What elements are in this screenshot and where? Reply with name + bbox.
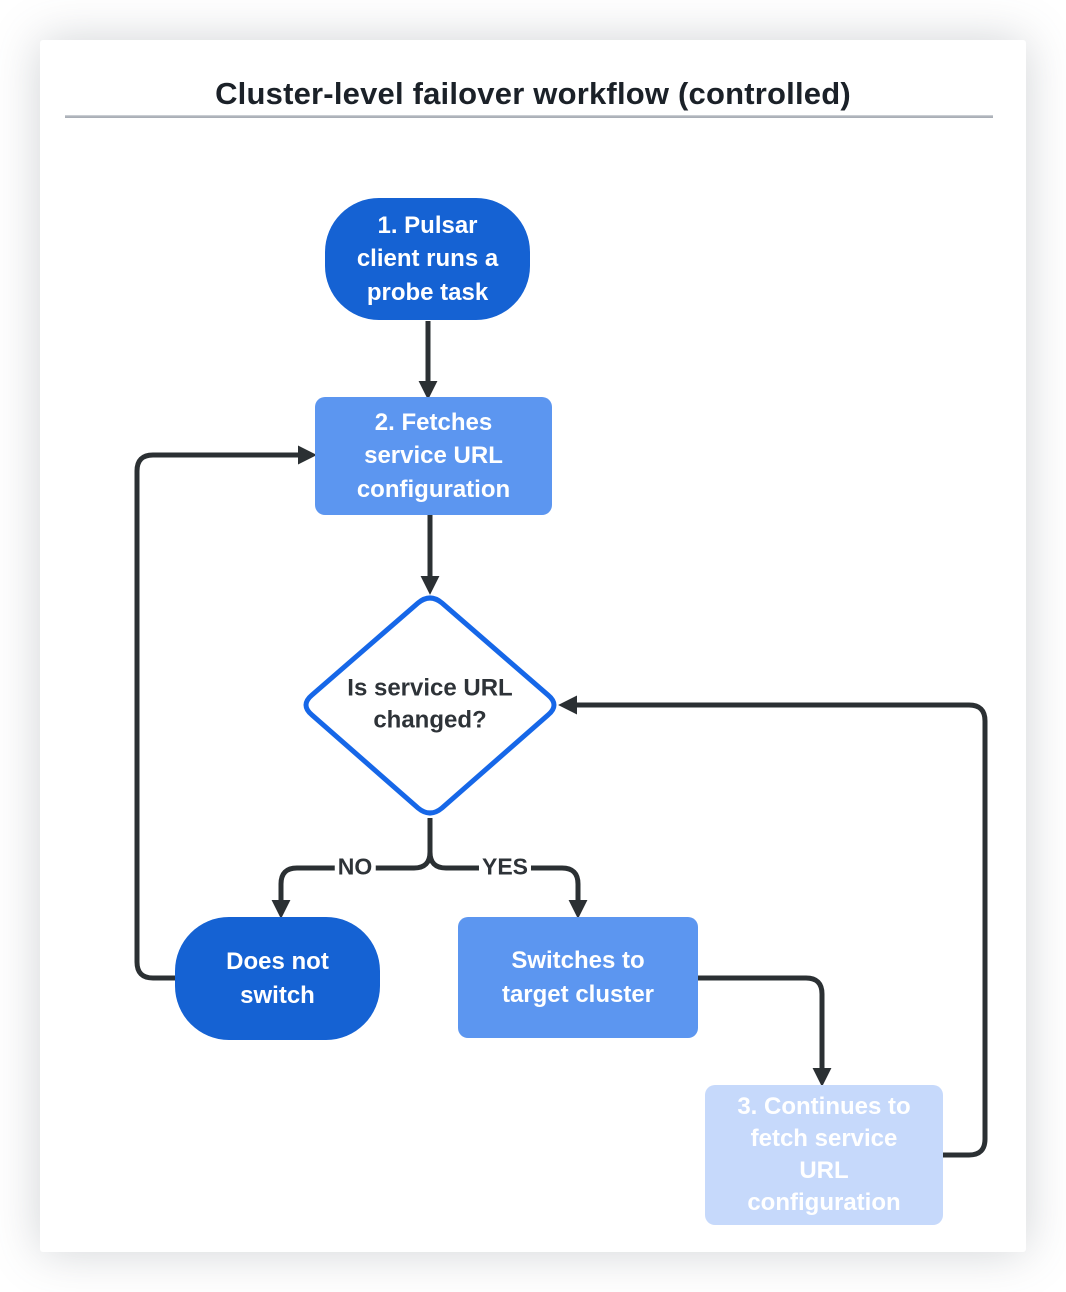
title-divider: [65, 115, 993, 118]
decision-label: Is service URL changed?: [347, 674, 513, 734]
decision-diamond: [303, 595, 557, 816]
edge-noswitch-to-fetch: [134, 445, 317, 981]
edge-continues-to-decision: [558, 695, 988, 1158]
diagram-title: Cluster-level failover workflow (control…: [215, 76, 851, 111]
diagram-card: Cluster-level failover workflow (control…: [40, 40, 1026, 1252]
node-switches-to-target: Switches to target cluster: [458, 917, 698, 1038]
branch-label-no: NO: [334, 853, 376, 881]
branch-label-yes: YES: [478, 853, 532, 881]
flowchart-edges: [134, 321, 988, 1158]
node-continues-fetch: 3. Continues to fetch service URL config…: [705, 1085, 943, 1225]
node-fetch-service-url: 2. Fetches service URL configuration: [315, 397, 552, 515]
node-does-not-switch: Does not switch: [175, 917, 380, 1040]
edge-switch-to-continues: [698, 975, 832, 1087]
node-probe-task: 1. Pulsar client runs a probe task: [325, 198, 530, 320]
